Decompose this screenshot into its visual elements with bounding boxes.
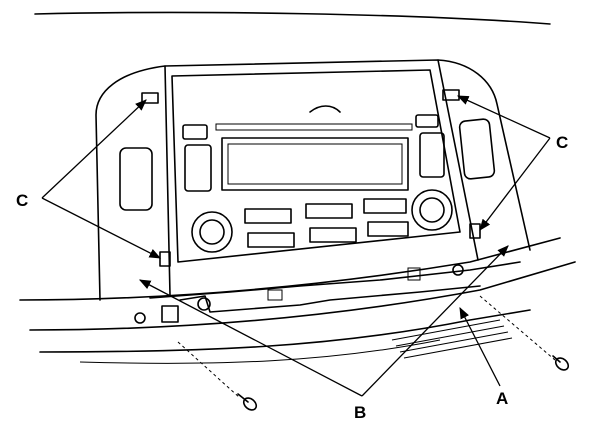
volume-knob: [191, 211, 233, 253]
callout-b: B: [354, 403, 366, 422]
callout-arrow-c-lower-right: [479, 137, 551, 231]
cd-slot-top: [309, 105, 341, 113]
left-vent-slot: [119, 147, 153, 211]
bracket-slot-1: [267, 289, 283, 301]
volume-knob-inner: [199, 219, 225, 245]
dashboard-top-edge: [34, 11, 551, 25]
preset-button-3: [363, 198, 407, 214]
screw-right: [552, 355, 570, 371]
tune-knob: [411, 189, 453, 231]
preset-button-6: [367, 221, 409, 237]
display-screen: [221, 137, 409, 191]
dash-rail-lower: [29, 261, 576, 331]
callout-arrow-c-upper-left: [41, 99, 147, 199]
display-inner: [227, 143, 403, 185]
dash-rail-bottom: [39, 309, 531, 353]
audio-unit-face: [171, 69, 461, 263]
screw-path-right: [479, 295, 556, 361]
callout-a: A: [496, 389, 508, 408]
callout-c-left: C: [16, 191, 28, 210]
callout-arrow-c-upper-right: [456, 95, 551, 139]
screw-left: [237, 393, 258, 411]
clip-tab-upper-left: [141, 92, 159, 104]
center-panel-inner-edge-left: [164, 65, 171, 296]
rail-clip-left: [161, 305, 179, 323]
preset-button-5: [309, 227, 357, 243]
callout-arrow-c-lower-left: [41, 197, 162, 259]
screw-path-left: [177, 341, 241, 399]
rail-hole-left: [134, 312, 146, 324]
bracket-screw-hole-right: [452, 264, 464, 276]
lower-vent-grille: [391, 319, 513, 359]
preset-button-2: [305, 203, 353, 219]
right-side-button: [419, 132, 445, 178]
callout-arrow-b-left: [138, 279, 363, 397]
eject-button: [182, 124, 208, 140]
center-panel-inner-edge-right: [437, 59, 479, 261]
center-panel-outline: [95, 59, 531, 301]
dash-rail-trim: [79, 339, 441, 364]
bracket-slot-2: [407, 267, 421, 281]
cd-slot: [215, 123, 413, 131]
dash-rail-upper: [19, 237, 561, 301]
callout-arrow-b-right: [361, 245, 509, 397]
right-vent-slot: [458, 118, 496, 180]
callout-arrow-a: [459, 306, 501, 387]
preset-button-1: [244, 208, 292, 224]
top-right-button: [415, 114, 439, 128]
clip-tab-upper-right: [442, 89, 460, 101]
preset-button-4: [247, 232, 295, 248]
callout-c-right: C: [556, 133, 568, 152]
bracket-screw-hole-left: [197, 297, 211, 311]
clip-tab-lower-right: [469, 223, 481, 239]
tune-knob-inner: [419, 197, 445, 223]
left-side-button: [184, 144, 212, 192]
lower-bracket-face: [179, 285, 481, 313]
clip-tab-lower-left: [159, 251, 171, 267]
